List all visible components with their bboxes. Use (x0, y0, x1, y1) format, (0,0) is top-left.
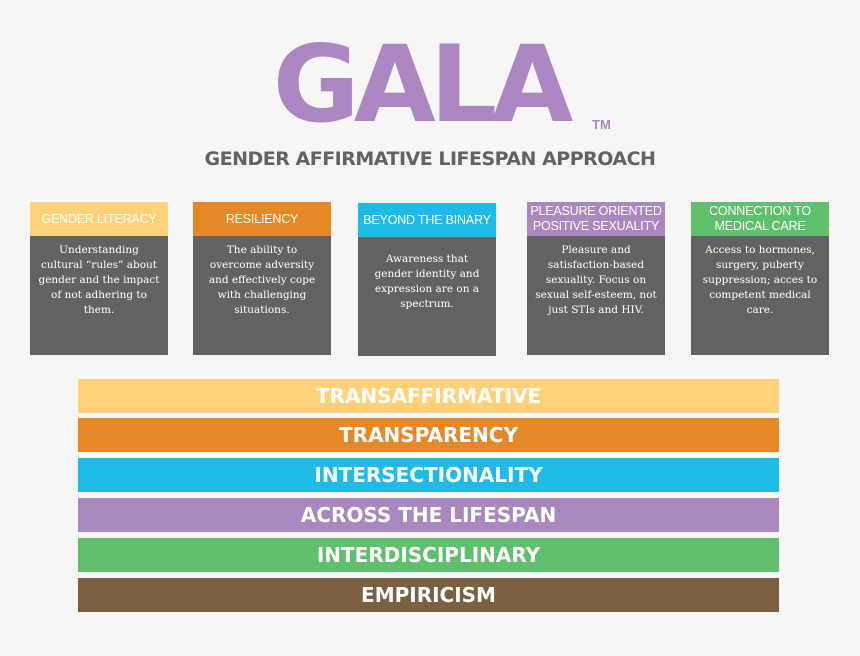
principle-bar: TRANSAFFIRMATIVE (78, 379, 779, 413)
pillar-description: Awareness that gender identity and expre… (358, 237, 496, 356)
principle-bar: INTERSECTIONALITY (78, 458, 779, 492)
trademark: TM (592, 117, 611, 132)
principle-bar: ACROSS THE LIFESPAN (78, 498, 779, 532)
pillar-description: The ability to overcome adversity and ef… (193, 236, 331, 355)
principle-bar: INTERDISCIPLINARY (78, 538, 779, 572)
pillar-description: Understanding cultural “rules” about gen… (30, 236, 168, 355)
gala-logo: GALA (272, 23, 574, 146)
pillar-description: Access to hormones, surgery, puberty sup… (691, 236, 829, 355)
pillar-title: PLEASURE ORIENTED POSITIVE SEXUALITY (527, 202, 665, 236)
pillar-description: Pleasure and satisfaction-based sexualit… (527, 236, 665, 355)
subtitle: GENDER AFFIRMATIVE LIFESPAN APPROACH (204, 148, 656, 170)
principle-bar: TRANSPARENCY (78, 418, 779, 452)
pillar-title: RESILIENCY (193, 202, 331, 236)
pillar-title: BEYOND THE BINARY (358, 203, 496, 237)
pillar-title: CONNECTION TO MEDICAL CARE (691, 202, 829, 236)
pillar-title: GENDER LITERACY (30, 202, 168, 236)
principle-bar: EMPIRICISM (78, 578, 779, 612)
